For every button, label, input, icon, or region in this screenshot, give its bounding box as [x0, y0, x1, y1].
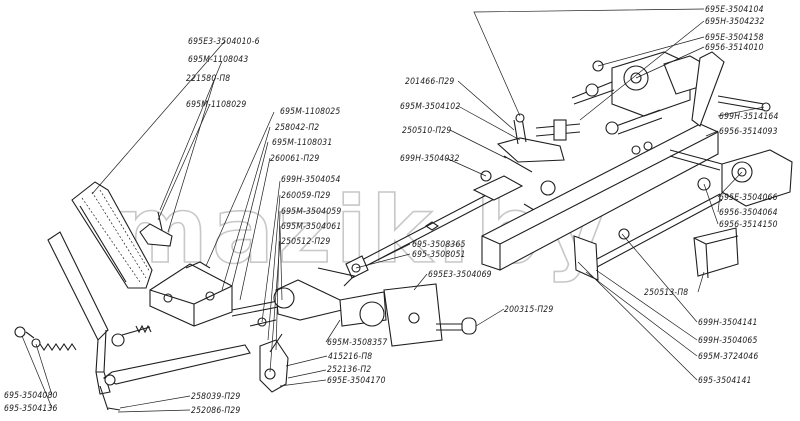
part-label: 6956-3514150	[719, 220, 778, 230]
part-label: 695M-3724046	[698, 352, 758, 362]
bell-crank	[259, 279, 343, 393]
shaft-mount-plate	[339, 283, 477, 347]
part-label: 201466-П29	[405, 77, 454, 87]
pedal-pad	[71, 181, 153, 289]
part-label: 250510-П29	[402, 126, 451, 136]
part-label: 695M-3508357	[327, 338, 387, 348]
part-label: 252136-П2	[327, 365, 371, 375]
part-labels: 695E3-3504010-6 695M-1108043 221580-П8 6…	[4, 5, 779, 416]
part-label: 695-3508365	[412, 240, 466, 250]
part-label: 6956-3504064	[719, 208, 778, 218]
part-label: 699Н-3504065	[698, 336, 758, 346]
part-label: 6956-3514010	[705, 43, 764, 53]
part-label: 258042-П2	[275, 123, 319, 133]
valve-housing-upper	[571, 51, 705, 117]
pedal-link-rod	[99, 344, 251, 411]
part-label: 699Н-3504032	[400, 154, 460, 164]
part-label: 200315-П29	[504, 305, 553, 315]
bracket-left	[149, 261, 233, 327]
part-label: 250513-П8	[644, 288, 688, 298]
part-label: 6956-3514093	[719, 127, 778, 137]
part-label: 695M-1108025	[280, 107, 340, 117]
part-label: 695M-1108031	[272, 138, 332, 148]
mid-rod	[573, 109, 723, 281]
part-label: 695E3-3504010-6	[188, 37, 260, 47]
part-label: 695Н-3504232	[705, 17, 765, 27]
part-label: 695M-1108029	[186, 100, 246, 110]
part-label: 695-3504080	[4, 391, 58, 401]
part-label: 695M-3504061	[281, 222, 341, 232]
small-clip	[139, 211, 173, 247]
part-label: 250512-П29	[281, 237, 330, 247]
part-label: 260061-П29	[270, 154, 319, 164]
part-label: 695-3504136	[4, 404, 58, 414]
part-label: 695E-3504104	[705, 5, 764, 15]
pedal-lever	[47, 231, 152, 395]
part-label: 695M-3504102	[400, 102, 460, 112]
part-label: 699Н-3504141	[698, 318, 758, 328]
part-label: 260059-П29	[281, 191, 330, 201]
part-label: 415216-П8	[328, 352, 372, 362]
part-label: 695-3508051	[412, 250, 466, 260]
part-label: 695E3-3504069	[428, 270, 492, 280]
cover-box	[693, 227, 739, 279]
part-label: 695E-3504170	[327, 376, 386, 386]
part-label: 695-3504141	[698, 376, 752, 386]
part-label: 699Н-3514164	[719, 112, 779, 122]
threaded-rod	[317, 189, 501, 287]
part-label: 221580-П8	[186, 74, 230, 84]
upper-link	[472, 113, 581, 211]
spring-left	[14, 326, 77, 351]
part-label: 695M-3504059	[281, 207, 341, 217]
part-label: 695E-3504158	[705, 33, 764, 43]
part-label: 258039-П29	[191, 392, 240, 402]
part-label: 695E-3504066	[719, 193, 778, 203]
part-label: 699Н-3504054	[281, 175, 341, 185]
leader-lines	[21, 8, 765, 413]
part-label: 695M-1108043	[188, 55, 248, 65]
part-label: 252086-П29	[191, 406, 240, 416]
